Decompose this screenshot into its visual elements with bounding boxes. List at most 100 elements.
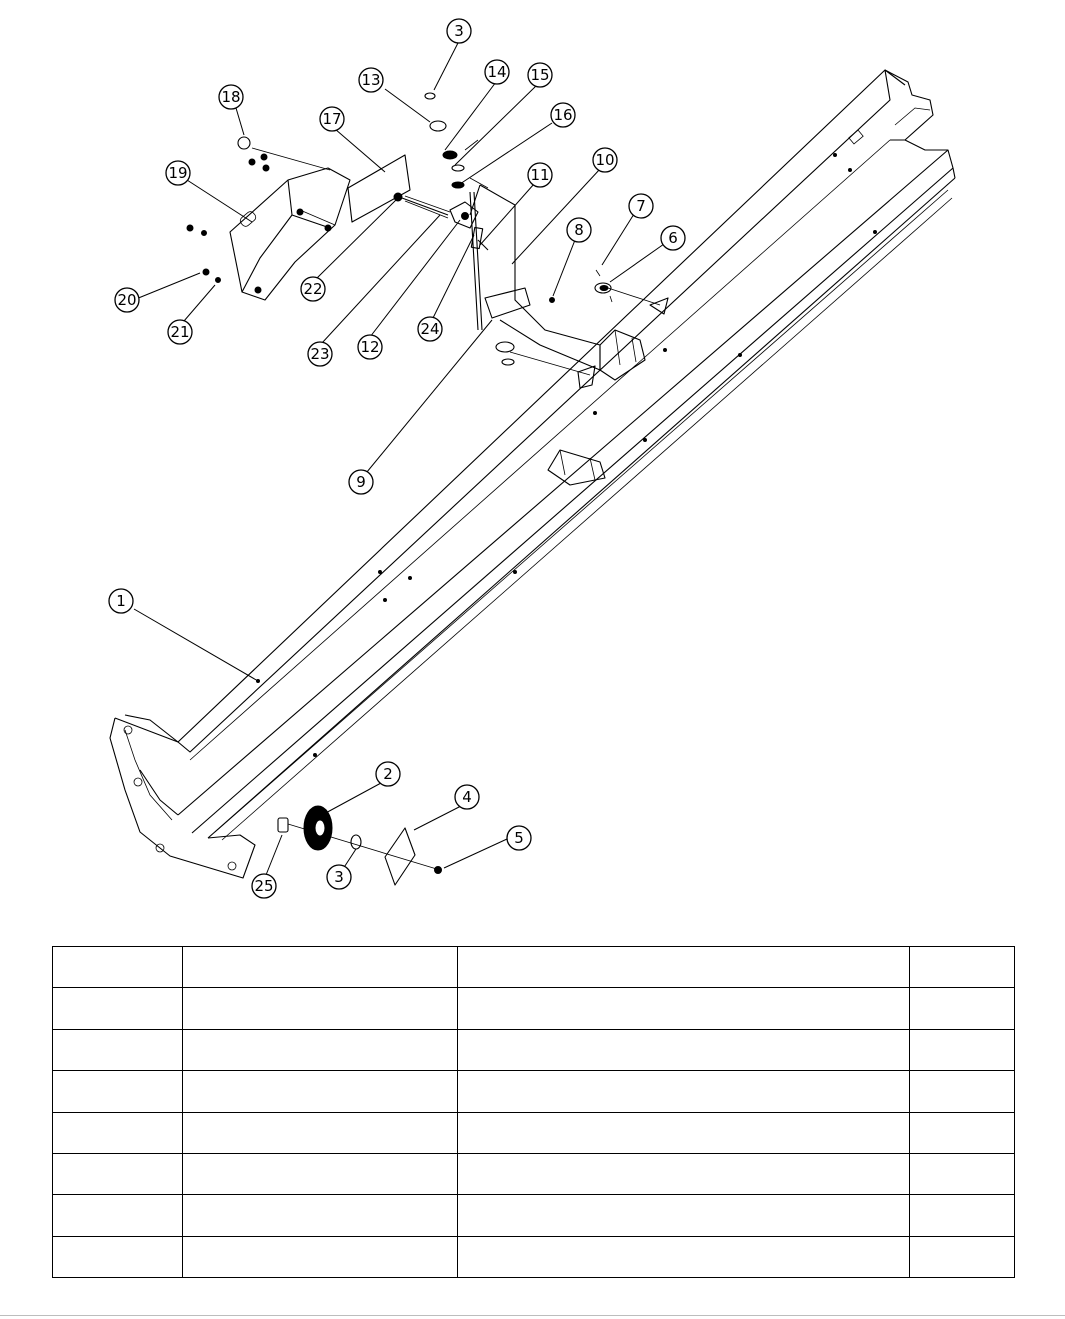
table-cell	[909, 987, 1015, 1030]
table-row	[52, 945, 1015, 989]
exploded-assembly-diagram: 1 2 3 3 4 5 6 7 8 9 10 11 12 13 14 15 16…	[108, 18, 956, 899]
callout-label: 21	[170, 323, 189, 341]
callout-20: 20	[114, 287, 140, 313]
table-cell	[457, 987, 910, 1030]
callout-5: 5	[506, 825, 532, 851]
callout-10: 10	[592, 147, 618, 173]
table-row	[52, 1070, 1015, 1113]
callout-label: 12	[360, 338, 379, 356]
callout-label: 9	[356, 473, 366, 491]
table-cell	[52, 987, 183, 1030]
table-row	[52, 1111, 1015, 1154]
flat-plate	[347, 154, 411, 223]
callout-label: 18	[221, 88, 240, 106]
callout-label: 11	[530, 166, 549, 184]
callout-25: 25	[251, 873, 277, 899]
table-row	[52, 1235, 1015, 1279]
table-cell	[909, 1028, 1015, 1072]
callout-11: 11	[527, 162, 553, 188]
callout-7: 7	[628, 193, 654, 219]
callout-15: 15	[527, 62, 553, 88]
callout-9: 9	[348, 469, 374, 495]
callout-label: 23	[310, 345, 329, 363]
table-row	[52, 1194, 1015, 1237]
callout-label: 4	[462, 788, 472, 806]
callout-label: 14	[487, 63, 506, 81]
callout-label: 3	[334, 868, 344, 886]
table-cell	[52, 1235, 183, 1279]
callout-label: 7	[636, 197, 646, 215]
table-cell	[457, 1194, 910, 1237]
callout-label: 1	[116, 592, 126, 610]
table-cell	[457, 1070, 910, 1113]
table-cell	[909, 1111, 1015, 1154]
main-frame-rail	[109, 69, 956, 879]
callout-1: 1	[108, 588, 134, 614]
callout-label: 15	[530, 66, 549, 84]
footer-divider	[0, 1315, 1065, 1316]
callout-14: 14	[484, 59, 510, 85]
table-row	[52, 1028, 1015, 1072]
table-cell	[457, 1235, 910, 1279]
table-cell	[909, 1152, 1015, 1196]
table-cell	[909, 945, 1015, 989]
callout-label: 25	[254, 877, 273, 895]
callout-label: 19	[168, 164, 187, 182]
callout-13: 13	[358, 67, 384, 93]
table-cell	[457, 1152, 910, 1196]
callout-label: 16	[553, 106, 572, 124]
table-cell	[909, 1070, 1015, 1113]
callout-21: 21	[167, 319, 193, 345]
table-cell	[52, 1111, 183, 1154]
lower-hardware	[277, 805, 442, 886]
callout-2: 2	[375, 761, 401, 787]
parts-list-table	[52, 945, 1015, 1279]
table-cell	[182, 1235, 458, 1279]
callout-3-top: 3	[446, 18, 472, 44]
callout-label: 3	[454, 22, 464, 40]
table-cell	[457, 945, 910, 989]
callout-label: 10	[595, 151, 614, 169]
table-cell	[52, 945, 183, 989]
table-cell	[182, 1194, 458, 1237]
callout-label: 24	[420, 320, 439, 338]
callout-label: 13	[361, 71, 380, 89]
table-cell	[52, 1028, 183, 1072]
table-cell	[52, 1194, 183, 1237]
table-cell	[457, 1028, 910, 1072]
callout-label: 17	[322, 110, 341, 128]
callout-label: 8	[574, 221, 584, 239]
callout-label: 2	[383, 765, 393, 783]
callout-16: 16	[550, 102, 576, 128]
callout-label: 6	[668, 229, 678, 247]
table-cell	[182, 1111, 458, 1154]
callout-12: 12	[357, 334, 383, 360]
table-cell	[457, 1111, 910, 1154]
callout-label: 22	[303, 280, 322, 298]
table-cell	[182, 987, 458, 1030]
callout-23: 23	[307, 341, 333, 367]
table-row	[52, 1152, 1015, 1196]
callout-label: 5	[514, 829, 524, 847]
table-cell	[182, 945, 458, 989]
leader-lines	[133, 40, 665, 876]
callout-3-bottom: 3	[326, 864, 352, 890]
table-cell	[909, 1235, 1015, 1279]
table-cell	[182, 1070, 458, 1113]
table-cell	[182, 1028, 458, 1072]
callout-17: 17	[319, 106, 345, 132]
callout-19: 19	[165, 160, 191, 186]
table-cell	[909, 1194, 1015, 1237]
side-guard	[229, 167, 351, 301]
upper-cover-plate	[469, 184, 601, 371]
table-row	[52, 987, 1015, 1030]
hardware	[186, 92, 669, 389]
callout-label: 20	[117, 291, 136, 309]
table-cell	[52, 1070, 183, 1113]
table-cell	[182, 1152, 458, 1196]
callout-6: 6	[660, 225, 686, 251]
callout-22: 22	[300, 276, 326, 302]
callout-8: 8	[566, 217, 592, 243]
callout-18: 18	[218, 84, 244, 110]
callout-4: 4	[454, 784, 480, 810]
